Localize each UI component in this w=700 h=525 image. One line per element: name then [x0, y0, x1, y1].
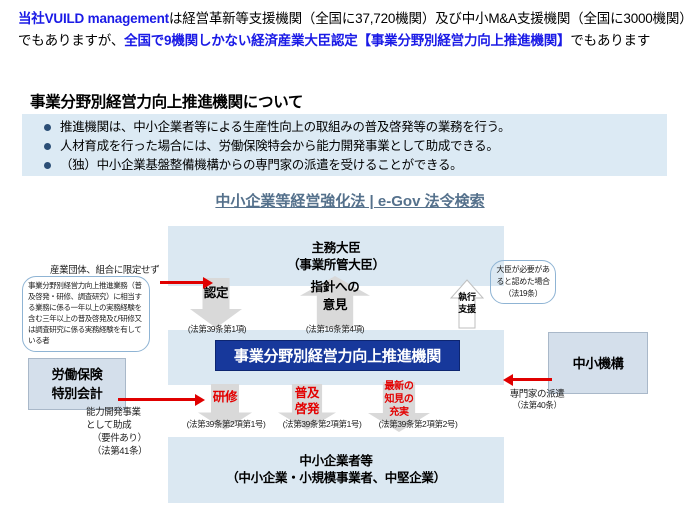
shikkou-up-arrow-icon [450, 279, 484, 329]
bullet-text: 推進機関は、中小企業者等による生産性向上の取組みの普及啓発等の業務を行う。 [60, 120, 511, 134]
list-item: （独）中小企業基盤整備機構からの専門家の派遣を受けることができる。 [22, 156, 667, 175]
shikkou-label-line1: 執行 [458, 292, 476, 302]
fukyu-label-line2: 啓発 [294, 402, 320, 416]
intro-text-1: は経営革新等支援機関（全国に37,720機関）及び中小M&A支援機関（全国に30… [18, 11, 686, 48]
intro-text-2: でもあります [570, 33, 651, 48]
shishin-label-line1: 指針への [310, 280, 360, 294]
minister-band: 主務大臣 （事業所管大臣） [168, 226, 504, 286]
subsidy-note-line4: （法第41条） [92, 446, 148, 457]
bullet-panel: 推進機関は、中小企業者等による生産性向上の取組みの普及啓発等の業務を行う。 人材… [22, 114, 667, 176]
bullet-dot-icon [44, 124, 51, 131]
law-search-link[interactable]: 中小企業等経営強化法 | e-Gov 法令検索 [215, 193, 485, 210]
minister-title-line2: （事業所管大臣） [287, 258, 385, 272]
shishin-citation: (法第16条第4項) [305, 324, 365, 334]
nintei-red-arrow-icon [160, 276, 213, 289]
chiken-label-line3: 充実 [389, 407, 409, 418]
insurance-line2: 特別会計 [51, 386, 103, 401]
list-item: 人材育成を行った場合には、労働保険特会から能力開発事業として助成できる。 [22, 137, 667, 156]
subsidy-red-arrow-icon [118, 393, 205, 406]
dispatch-red-arrow-icon [503, 373, 552, 386]
labor-insurance-box: 労働保険 特別会計 [28, 358, 126, 410]
bullet-text: 人材育成を行った場合には、労働保険特会から能力開発事業として助成できる。 [60, 139, 499, 153]
subsidy-note-line2: として助成 [86, 420, 132, 431]
subsidy-note-line1: 能力開発事業 [86, 407, 141, 418]
arrow-head-icon [503, 373, 513, 386]
kenshu-label: 研修 [212, 390, 238, 404]
list-item: 推進機関は、中小企業者等による生産性向上の取組みの普及啓発等の業務を行う。 [22, 118, 667, 137]
sme-title-line2: （中小企業・小規模事業者、中堅企業） [226, 471, 446, 485]
minister-need-callout: 大臣が必要があると認めた場合（法19条） [490, 260, 556, 304]
intro-company-name: 当社VUILD management [18, 11, 169, 26]
bullet-text: （独）中小企業基盤整備機構からの専門家の派遣を受けることができる。 [60, 158, 463, 172]
arrow-head-icon [195, 393, 205, 406]
chiken-label-line1: 最新の [384, 381, 414, 392]
dispatch-note-line1: 専門家の派遣 [509, 389, 565, 400]
requirement-callout: 事業分野別経営力向上推進業務（普及啓発・研修、調査研究）に相当する業務に係る一年… [22, 276, 150, 352]
bullet-dot-icon [44, 162, 51, 169]
subsidy-note-line3: （要件あり） [92, 433, 147, 444]
nintei-label: 認定 [203, 286, 229, 300]
arrow-head-icon [203, 276, 213, 289]
core-organization-box: 事業分野別経営力向上推進機関 [215, 340, 460, 371]
kenshu-citation: (法第39条第2項第1号) [186, 419, 266, 429]
bullet-dot-icon [44, 143, 51, 150]
intro-paragraph: 当社VUILD managementは経営革新等支援機関（全国に37,720機関… [18, 8, 686, 52]
sme-title-line1: 中小企業者等 [299, 454, 373, 468]
dispatch-note-line2: （法第40条） [512, 400, 562, 410]
nintei-citation: (法第39条第1項) [187, 324, 247, 334]
shishin-label-line2: 意見 [322, 298, 348, 312]
intro-highlight: 全国で9機関しかない経済産業大臣認定【事業分野別経営力向上推進機関】 [124, 33, 571, 48]
minister-title-line1: 主務大臣 [311, 241, 361, 255]
fukyu-label-line1: 普及 [294, 386, 320, 400]
fukyu-citation: (法第39条第2項第1号) [282, 419, 362, 429]
flow-diagram: 主務大臣 （事業所管大臣） 事業分野別経営力向上推進機関 中小企業者等 （中小企… [0, 218, 700, 518]
shikkou-label-line2: 支援 [458, 304, 476, 314]
chiken-citation: (法第39条第2項第2号) [378, 419, 458, 429]
industry-group-note: 産業団体、組合に限定せず [50, 265, 160, 276]
section-heading: 事業分野別経営力向上推進機関について [30, 94, 304, 111]
insurance-line1: 労働保険 [51, 367, 103, 382]
mechanism-box: 中小機構 [548, 332, 648, 394]
sme-band: 中小企業者等 （中小企業・小規模事業者、中堅企業） [168, 437, 504, 503]
chiken-label-line2: 知見の [384, 394, 414, 405]
